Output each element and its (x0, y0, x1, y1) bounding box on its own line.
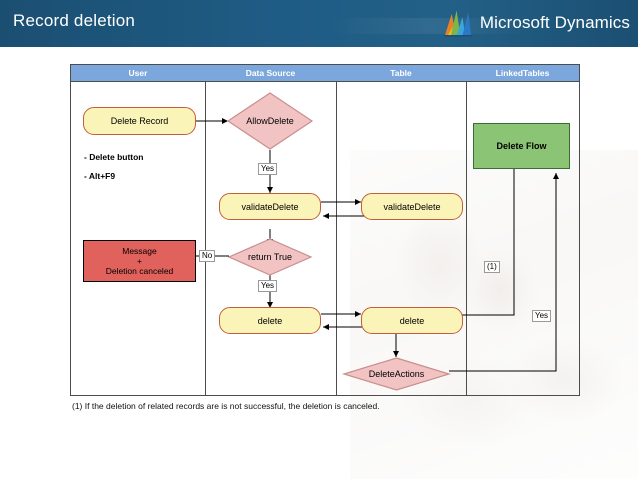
node-label: validateDelete (383, 201, 441, 212)
lane-separator-1 (205, 65, 206, 395)
edge-label-footnote-ref-1: (1) (484, 261, 500, 273)
note-alt-f9: - Alt+F9 (84, 171, 116, 181)
node-allow-delete[interactable]: AllowDelete (226, 92, 314, 150)
edge-label-yes-return-true: Yes (258, 280, 278, 292)
lane-separator-3 (466, 65, 467, 395)
footnote-text: (1) If the deletion of related records a… (72, 401, 380, 411)
node-return-true[interactable]: return True (227, 238, 313, 276)
brand-lockup: Microsoft Dynamics (443, 6, 630, 40)
edge-label-yes-allow-delete: Yes (258, 163, 278, 175)
node-validate-delete-datasource[interactable]: validateDelete (219, 193, 321, 220)
node-label: Delete Record (110, 116, 169, 126)
node-label: return True (247, 252, 293, 262)
node-delete-actions[interactable]: DeleteActions (341, 357, 452, 391)
slide-header: Record deletion Microsoft Dynamics (0, 0, 638, 47)
node-label: delete (399, 315, 425, 326)
brand-name: Microsoft Dynamics (479, 13, 630, 32)
swimlanes (71, 65, 579, 395)
node-delete-table[interactable]: delete (361, 307, 463, 334)
microsoft-dynamics-logo-icon (443, 10, 473, 37)
page-title: Record deletion (13, 11, 136, 30)
node-label: Delete Flow (496, 141, 547, 151)
header-underline (0, 47, 638, 50)
note-delete-button: - Delete button (84, 152, 144, 162)
node-delete-record[interactable]: Delete Record (83, 107, 196, 135)
node-label: validateDelete (241, 201, 299, 212)
node-label: AllowDelete (246, 116, 294, 126)
flowchart: User Data Source Table LinkedTables (70, 64, 580, 396)
edge-label-no-return-true: No (199, 250, 216, 262)
header-sheen (330, 18, 530, 34)
lane-header-rule (71, 81, 579, 82)
lane-separator-2 (336, 65, 337, 395)
message-line-1: Message (122, 245, 157, 256)
edge-label-yes-delete-actions: Yes (532, 310, 552, 322)
message-line-2: + (137, 255, 142, 266)
node-message-deletion-canceled[interactable]: Message + Deletion canceled (83, 240, 196, 282)
node-validate-delete-table[interactable]: validateDelete (361, 193, 463, 220)
node-label: delete (257, 315, 283, 326)
node-label: DeleteActions (368, 369, 425, 379)
lane-header-linkedtables: LinkedTables (466, 65, 579, 81)
node-delete-datasource[interactable]: delete (219, 307, 321, 334)
message-line-3: Deletion canceled (105, 266, 174, 276)
node-delete-flow[interactable]: Delete Flow (473, 123, 570, 169)
